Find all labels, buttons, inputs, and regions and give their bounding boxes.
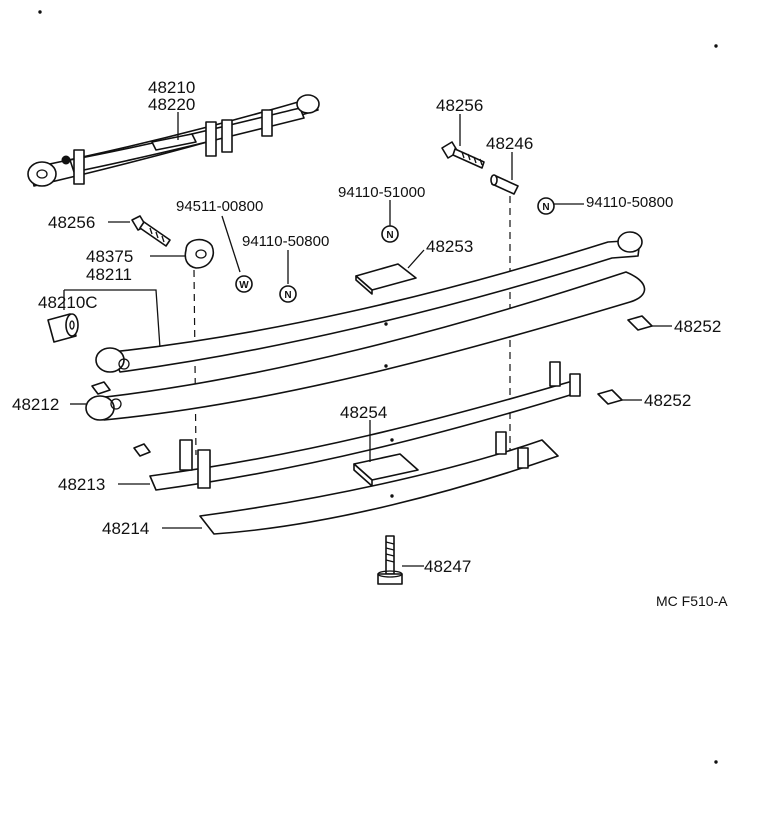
rubber-bushing-48375[interactable] [184,238,214,269]
part-number-94110-51000: 94110-51000 [338,184,425,201]
bottom-leaf-48214[interactable] [199,431,559,535]
washer-symbol [235,275,253,293]
spring-plate-48253[interactable] [355,263,417,295]
part-number-94511-00800: 94511-00800 [176,198,263,215]
spring-bolt-left[interactable] [131,215,171,247]
part-number-48210C: 48210C [38,293,98,312]
part-number-48256-left: 48256 [48,213,95,232]
nut-symbol-left [279,285,297,303]
spring-pad-48254[interactable] [353,453,419,487]
third-leaf-48213[interactable] [133,361,581,491]
nut-symbol-letter: N [542,202,549,213]
part-number-48375: 48375 [86,247,133,266]
bushing-48210C[interactable] [47,313,79,343]
leaf-spring-assembly[interactable] [27,94,320,187]
spring-pin[interactable] [490,174,519,195]
clip-pad-48252-upper[interactable] [627,315,653,331]
part-number-48256-top: 48256 [436,96,483,115]
part-number-48212: 48212 [12,395,59,414]
part-number-48211: 48211 [86,265,132,284]
part-number-94110-50800-right: 94110-50800 [586,194,673,211]
part-number-48253: 48253 [426,237,473,256]
clip-pad-48252-lower[interactable] [597,389,623,405]
center-bolt-48247[interactable] [377,535,403,585]
figure-code: MC F510-A [656,593,728,609]
part-number-48252-upper: 48252 [674,317,721,336]
part-number-48254: 48254 [340,403,387,422]
part-number-48220: 48220 [148,95,195,114]
part-number-48214: 48214 [102,519,149,538]
nut-symbol-letter: N [284,290,291,301]
washer-symbol-letter: W [239,280,249,291]
part-number-48247: 48247 [424,557,471,576]
nut-symbol-center [381,225,399,243]
spring-bolt-top[interactable] [441,141,485,169]
part-number-48246: 48246 [486,134,533,153]
second-leaf-48212[interactable] [85,271,646,421]
part-number-48213: 48213 [58,475,105,494]
nut-symbol-letter: N [386,230,393,241]
main-leaf-48211[interactable] [95,231,643,373]
part-number-94110-50800-left: 94110-50800 [242,233,329,250]
nut-symbol-right [537,197,555,215]
part-number-48252-lower: 48252 [644,391,691,410]
part-number-48210: 48210 [148,78,195,97]
